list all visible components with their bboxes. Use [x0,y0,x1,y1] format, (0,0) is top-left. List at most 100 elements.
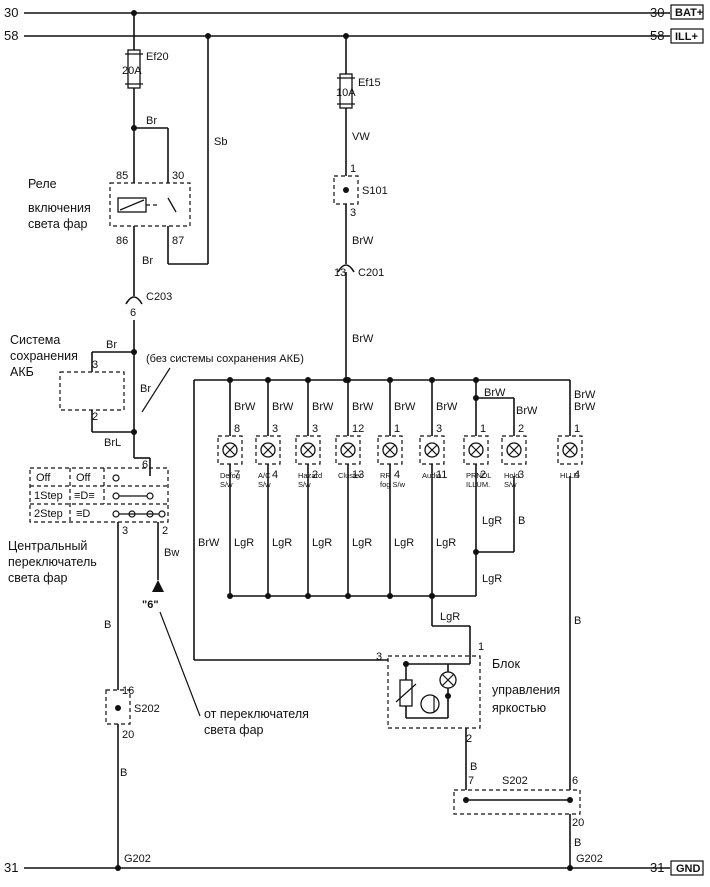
relay-label-3: света фар [28,217,88,231]
s202-right-box [453,789,581,815]
lamp-8-bottom-pin: 3 [518,469,524,481]
lamp-cross [508,444,520,456]
from-switch-1: от переключателя [204,707,309,721]
wire-sb: Sb [214,136,227,148]
lamp-cross [384,444,396,456]
dimmer-pin-1: 1 [478,641,484,653]
ill-right-label: 58 [650,28,664,43]
junction-dot [115,705,121,711]
switch-pin-3: 3 [122,525,128,537]
switch-box [29,467,169,523]
lamp-2-name-2: S/w [258,480,271,489]
arrow-icon [152,580,164,592]
bat-tag: BAT+ [675,7,703,19]
switch-contact-icon [146,492,154,500]
g202-right: G202 [576,853,603,865]
bat-right-label: 30 [650,5,664,20]
wire-br-mid: Br [140,383,151,395]
wire-brw-left: BrW [198,537,220,549]
junction-dot [463,797,469,803]
c201-name: C201 [358,267,384,279]
lamp-2-top-wire: BrW [272,401,294,413]
lamp-6-lgr: LgR [436,537,456,549]
g202-left: G202 [124,853,151,865]
switch-contact-icon [112,474,120,482]
headlight-icon: ≡D [76,508,90,520]
lamp-7-bottom-pin: 2 [480,469,486,481]
relay-pin-85: 85 [116,170,128,182]
lamp-3-top-wire: BrW [312,401,334,413]
lamp-cross [224,444,236,456]
wire-lgr-bus: LgR [440,611,460,623]
lamp-3-lgr: LgR [312,537,332,549]
gnd-tag: GND [676,863,701,875]
junction-dot [473,377,479,383]
s101-pin-bottom: 3 [350,207,356,219]
relay-label-2: включения [28,201,91,215]
relay-label-1: Реле [28,177,57,191]
from-switch-2: света фар [204,723,264,737]
lamp-1-top-wire: BrW [234,401,256,413]
s202-right-pin-6: 6 [572,775,578,787]
wire-b-left-low: B [120,767,127,779]
ill-left-label: 58 [4,28,18,43]
wire-br-top: Br [146,115,157,127]
transistor-icon [420,694,440,714]
switch-label-1: Центральный [8,539,87,553]
lamp-8-box [501,435,527,465]
switch-row-2step: 2Step [34,508,63,520]
lamp-9-name: HLLD [560,471,580,480]
lamp-7-top-wire: BrW [484,387,506,399]
lamp-4-top-wire: BrW [352,401,374,413]
switch-row-off1: Off [36,472,51,484]
lamp-8-top-wire: BrW [516,405,538,417]
lamp-cross [470,444,482,456]
lamp-9-bottom-pin: 4 [574,469,580,481]
lamp-cross [426,444,438,456]
lamp-4-top-pin: 12 [352,423,364,435]
wire-bw: Bw [164,547,179,559]
lamp-3-name-2: S/w [298,480,311,489]
switch-pin-6: 6 [142,459,148,471]
lamp-cross [564,444,576,456]
lamp-8-top-pin: 2 [518,423,524,435]
lamp-1-name-2: S/w [220,480,233,489]
lamp-5-bottom-pin: 4 [394,469,400,481]
dimmer-box [387,655,481,729]
dimmer-label-1: Блок [492,657,520,671]
junction-dot [445,693,451,699]
dimmer-pin-2: 2 [466,733,472,745]
ef20-name: Ef20 [146,51,169,63]
lamp-8-name-2: S/w [504,480,517,489]
lamp-9-top-pin: 1 [574,423,580,435]
ef15-name: Ef15 [358,77,381,89]
lamp-group: BrW87DefogS/wLgRBrW34A/CS/wLgRBrW32Hazar… [217,377,596,599]
bat-tag-box [670,4,704,20]
s202-right-pin-20: 20 [572,817,584,829]
parking-light-icon: ≡D≡ [74,490,95,502]
lamp-4-name: Cluster [338,471,362,480]
lamp-cross [262,444,274,456]
lamp-4-lgr: LgR [352,537,372,549]
s202-right-name: S202 [502,775,528,787]
gnd-tag-box [670,860,704,876]
wire-brw-c201: BrW [352,333,374,345]
junction-dot [131,429,137,435]
wire-brw-s101: BrW [352,235,374,247]
lamp-cross [302,444,314,456]
saver-label-3: АКБ [10,365,34,379]
connector-c203 [125,296,143,305]
leader-line [141,367,171,413]
lamp-8-name: Hold [504,471,519,480]
wire-b-right: B [574,615,581,627]
saver-note: (без системы сохранения АКБ) [146,353,304,365]
s202-left-pin-top: 16 [122,685,134,697]
rheostat-arrow-icon [395,683,417,703]
junction-dot [343,187,349,193]
lamp-cross [342,444,354,456]
switch-quote6: "6" [142,599,159,611]
lamp-5-lgr: LgR [394,537,414,549]
wire-lgr-mid: LgR [482,573,502,585]
lamp-2-bottom-pin: 4 [272,469,278,481]
battery-saver-box [59,371,125,411]
